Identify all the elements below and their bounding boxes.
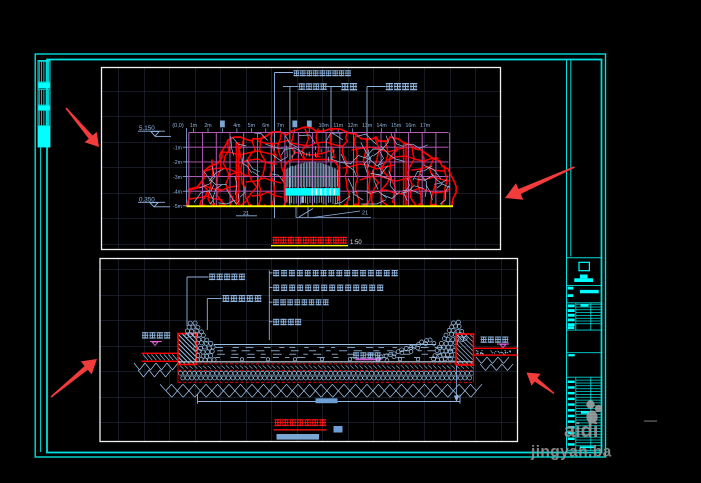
svg-text:aidi: aidi (564, 420, 598, 442)
svg-text:15m: 15m (391, 123, 401, 129)
svg-text:5.150: 5.150 (139, 125, 155, 132)
svg-text:(0,0): (0,0) (172, 123, 183, 129)
svg-text:-2m: -2m (173, 160, 182, 166)
svg-text:16m: 16m (405, 123, 415, 129)
svg-text:-1m: -1m (173, 145, 182, 151)
svg-text:-3m: -3m (173, 175, 182, 181)
svg-text:-5m: -5m (173, 204, 182, 210)
svg-text:-4m: -4m (173, 189, 182, 195)
svg-text:7m: 7m (277, 123, 284, 129)
svg-text:jingyan.ba: jingyan.ba (530, 444, 612, 461)
svg-text:1:50: 1:50 (350, 240, 362, 246)
svg-text:11m: 11m (333, 123, 343, 129)
svg-text:4m: 4m (233, 123, 240, 129)
svg-text:2m: 2m (204, 123, 211, 129)
svg-text:13m: 13m (362, 123, 372, 129)
svg-text:10m: 10m (319, 123, 329, 129)
svg-text:5m: 5m (248, 123, 255, 129)
svg-text:6m: 6m (262, 123, 269, 129)
svg-text:21: 21 (243, 211, 249, 217)
svg-text:1m: 1m (190, 123, 197, 129)
svg-text:17m: 17m (420, 123, 430, 129)
svg-text:14m: 14m (377, 123, 387, 129)
svg-text:21: 21 (362, 211, 368, 217)
svg-text:12m: 12m (348, 123, 358, 129)
svg-text:0.350: 0.350 (139, 196, 155, 203)
